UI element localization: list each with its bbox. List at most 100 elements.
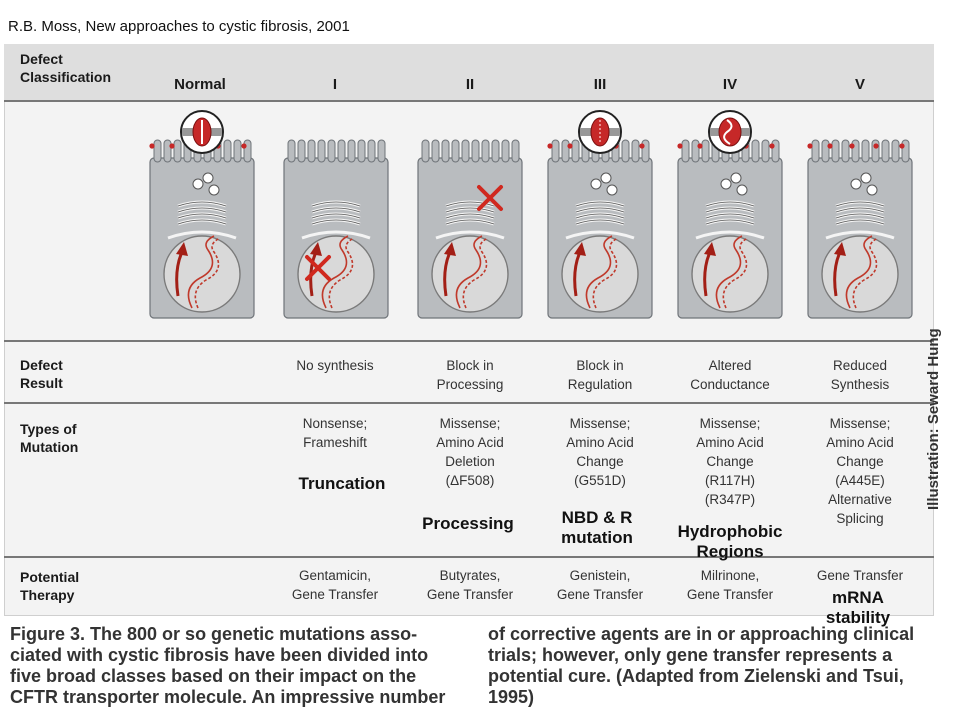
golgi-outline xyxy=(177,219,227,225)
cell-line: Change xyxy=(706,454,754,469)
membrane-channel-icon xyxy=(807,143,813,149)
golgi-outline xyxy=(575,213,625,219)
microvillus xyxy=(571,139,580,163)
epithelial-cell-svg xyxy=(283,139,389,319)
cross-icon xyxy=(305,255,331,281)
dna-strand-b xyxy=(852,237,879,309)
cell-line: (G551D) xyxy=(574,473,626,488)
epithelial-cell-svg xyxy=(807,139,913,319)
cell-line: Gene Transfer xyxy=(556,587,644,602)
cell-therapy-2: Butyrates,Gene Transfer xyxy=(427,566,513,604)
golgi-outline xyxy=(705,213,755,219)
divider-defect-result xyxy=(4,340,934,342)
golgi-outline xyxy=(575,219,625,225)
cell-line: Gene Transfer xyxy=(686,587,774,602)
cell-therapy-4: Milrinone, Gene Transfer xyxy=(687,566,773,604)
microvillus xyxy=(631,139,640,163)
cell-line: Change xyxy=(836,454,884,469)
er-membrane xyxy=(435,230,505,240)
dna-strand-b xyxy=(462,237,489,309)
golgi-outline xyxy=(575,207,625,213)
membrane-channel-icon xyxy=(547,143,553,149)
microvillus xyxy=(431,139,440,163)
cell-line: Amino Acid xyxy=(826,435,894,450)
magnified-channel-icon xyxy=(708,110,752,154)
membrane-channel-icon xyxy=(899,143,905,149)
microvillus xyxy=(551,139,560,163)
er-membrane xyxy=(167,230,237,240)
microvillus xyxy=(751,139,760,163)
golgi-outline xyxy=(835,213,885,219)
golgi-outline xyxy=(311,201,361,207)
membrane-channel-icon xyxy=(567,143,573,149)
er-membrane xyxy=(695,230,765,240)
microvillus xyxy=(327,139,336,163)
microvillus xyxy=(357,139,366,163)
row-header-defect-result: Defect Result xyxy=(20,357,63,391)
cell-line: Genistein, xyxy=(569,568,631,583)
column-header-class-5: V xyxy=(854,76,866,93)
cell-line: Deletion xyxy=(445,454,495,469)
microvillus xyxy=(901,139,910,163)
cell-line: Gene Transfer xyxy=(816,568,904,583)
golgi-outline xyxy=(705,207,755,213)
cell-line: Splicing xyxy=(836,511,884,526)
row-header-mutation-types: Types of Mutation xyxy=(20,421,79,455)
cell-line: Amino Acid xyxy=(436,435,504,450)
microvillus xyxy=(243,139,252,163)
vesicle-icon xyxy=(850,178,862,190)
microvillus xyxy=(153,139,162,163)
expression-arrow-head xyxy=(574,242,586,256)
cell-defect-result-1: No synthesis xyxy=(296,356,373,375)
figure-frame xyxy=(4,44,934,616)
golgi-outline xyxy=(445,219,495,225)
cell-line: Missense; xyxy=(829,416,891,431)
magnified-channel-icon xyxy=(578,110,622,154)
microvillus xyxy=(287,139,296,163)
epithelial-cell-svg xyxy=(677,110,783,319)
cell-mutation-types-1: Nonsense;Frameshift xyxy=(303,414,368,452)
cell-line: Synthesis xyxy=(830,377,890,392)
cell-line: Missense; xyxy=(439,416,501,431)
overlay-nbd-r-mutation: NBD & R mutation xyxy=(561,508,633,547)
expression-arrow-head xyxy=(834,242,846,256)
membrane-channel-icon xyxy=(241,143,247,149)
cell-therapy-5: Gene Transfer xyxy=(817,566,903,585)
overlay-hydrophobic-regions: Hydrophobic Regions xyxy=(677,522,783,561)
golgi-outline xyxy=(311,219,361,225)
illustration-credit: Illustration: Seward Hung xyxy=(925,328,942,510)
microvillus xyxy=(831,139,840,163)
cell-line: Regulation xyxy=(567,377,633,392)
microvillus xyxy=(451,139,460,163)
vesicle-icon xyxy=(208,184,220,196)
cell-line: Milrinone, xyxy=(700,568,760,583)
cell-line: Gene Transfer xyxy=(291,587,379,602)
vesicle-icon xyxy=(720,178,732,190)
divider-therapy xyxy=(4,556,934,558)
golgi-outline xyxy=(177,201,227,207)
cell-line: Conductance xyxy=(690,377,770,392)
row-header-therapy: Potential Therapy xyxy=(20,569,80,603)
cell-line: Missense; xyxy=(569,416,631,431)
microvillus xyxy=(811,139,820,163)
dna-strand-b xyxy=(722,237,749,309)
vesicle-icon xyxy=(866,184,878,196)
membrane-channel-icon xyxy=(639,143,645,149)
microvillus xyxy=(761,139,770,163)
microvillus xyxy=(223,139,232,163)
microvillus xyxy=(561,139,570,163)
dna-strand-b xyxy=(194,237,221,309)
microvillus xyxy=(163,139,172,163)
microvillus xyxy=(641,139,650,163)
expression-arrow xyxy=(443,251,452,297)
expression-arrow xyxy=(175,251,184,297)
membrane-channel-icon xyxy=(849,143,855,149)
vesicle-icon xyxy=(600,172,612,184)
microvillus xyxy=(337,139,346,163)
cell-line: Alternative xyxy=(828,492,892,507)
epithelial-cell-svg xyxy=(547,110,653,319)
